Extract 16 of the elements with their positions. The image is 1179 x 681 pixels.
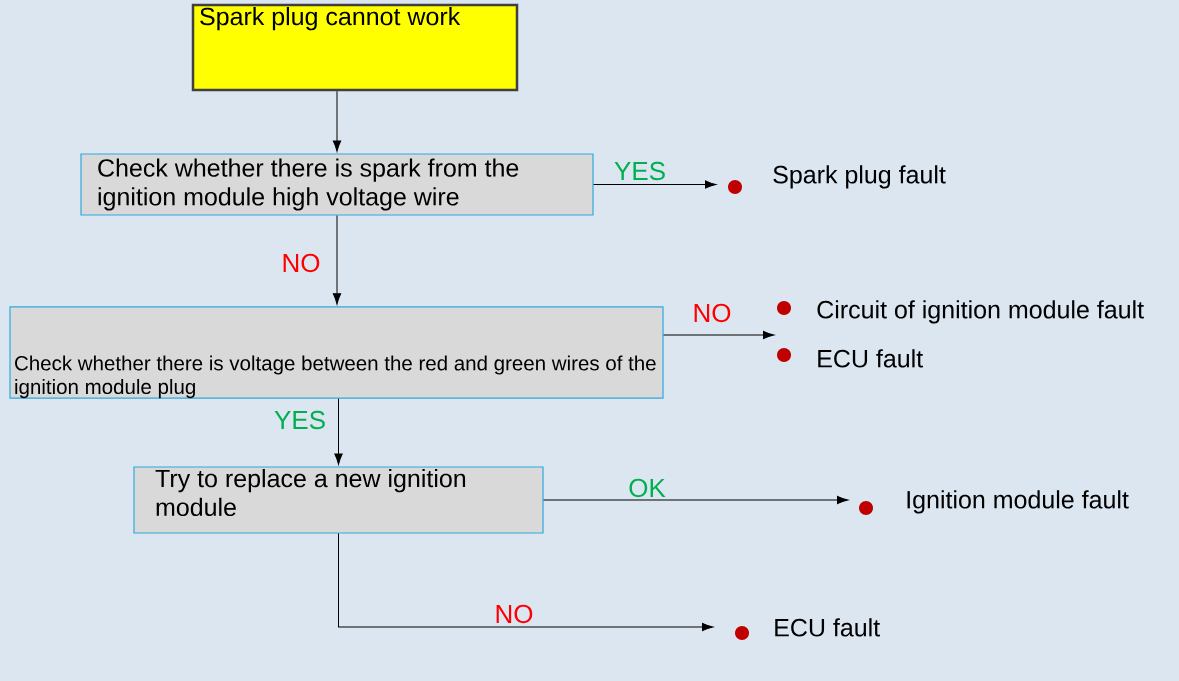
process-box: Check whether there is spark from the ignition module high voltage wire — [80, 153, 594, 216]
process-box: Try to replace a new ignition module — [133, 466, 544, 534]
arrow — [332, 90, 342, 152]
arrow — [338, 533, 714, 632]
arrow — [593, 180, 717, 189]
arrow — [543, 495, 849, 505]
arrow — [663, 330, 775, 340]
arrow — [332, 215, 342, 305]
edge-label: OK — [627, 477, 667, 499]
process-box: Check whether there is voltage between the red and green wires of the ignition module plug — [9, 306, 664, 399]
outcome-text: Ignition module fault — [859, 490, 1129, 515]
start-box: Spark plug cannot work — [191, 3, 519, 92]
outcome-text: Circuit of ignition module fault ECU fault — [777, 300, 1144, 368]
outcome-text: Spark plug fault — [728, 165, 946, 194]
arrow — [334, 398, 343, 465]
outcome-text: ECU fault — [735, 618, 880, 640]
